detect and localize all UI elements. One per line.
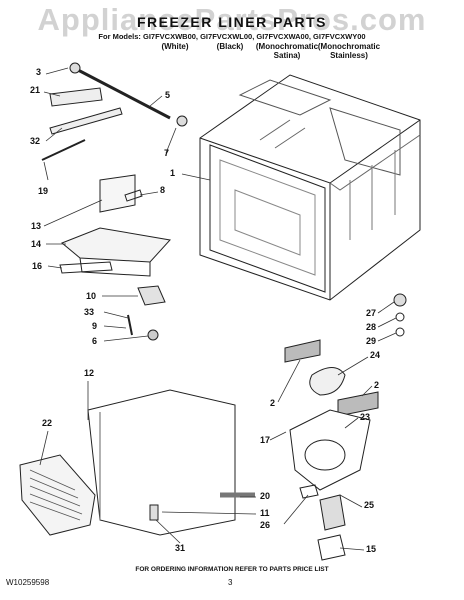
rail-lower <box>49 107 123 135</box>
rail-upper <box>49 87 103 107</box>
page-title: FREEZER LINER PARTS <box>136 14 328 30</box>
callout-10: 10 <box>86 291 97 301</box>
variant-black: (Black) <box>216 42 244 51</box>
slide-tray <box>61 227 171 263</box>
callout-21: 21 <box>30 85 41 95</box>
callout-24: 24 <box>370 350 381 360</box>
fan-housing-opening <box>304 439 346 471</box>
washer <box>395 312 405 322</box>
watermark: AppliancePartsPros.com <box>37 2 427 37</box>
callout-12: 12 <box>84 368 95 378</box>
callout-14: 14 <box>31 239 42 249</box>
callout-22: 22 <box>42 418 53 428</box>
callout-2-left: 2 <box>270 398 276 408</box>
callout-31: 31 <box>175 543 186 553</box>
callout-6: 6 <box>92 336 98 346</box>
callout-19: 19 <box>38 186 49 196</box>
callout-8: 8 <box>160 185 166 195</box>
grille <box>19 454 96 536</box>
thermistor <box>149 504 159 521</box>
callout-25: 25 <box>364 500 375 510</box>
insulation-pad-lower <box>337 391 379 417</box>
tray-rail <box>59 261 113 274</box>
shaft-bearing <box>69 62 81 74</box>
callout-3: 3 <box>36 67 42 77</box>
callout-27: 27 <box>366 308 377 318</box>
shaft-coupler <box>176 115 188 127</box>
callout-11: 11 <box>260 508 270 518</box>
ordering-note: FOR ORDERING INFORMATION REFER TO PARTS … <box>135 566 329 573</box>
leader-lines <box>39 67 397 551</box>
motor-bracket <box>317 534 346 561</box>
callout-32: 32 <box>30 136 41 146</box>
cap <box>147 329 159 341</box>
callout-2-right: 2 <box>374 380 380 390</box>
motor <box>319 494 346 531</box>
callout-23: 23 <box>360 412 371 422</box>
fan-blade <box>309 367 346 396</box>
callout-17: 17 <box>260 435 271 445</box>
hinge-block <box>137 285 166 306</box>
callout-28: 28 <box>366 322 377 332</box>
callout-1: 1 <box>170 168 176 178</box>
connector <box>299 484 319 499</box>
callout-13: 13 <box>31 221 42 231</box>
grille-slots <box>29 469 83 521</box>
insulation-pad-upper <box>284 339 321 363</box>
fan-hub <box>393 293 407 307</box>
document-id: W10259598 <box>6 578 50 587</box>
page-number: 3 <box>228 578 233 587</box>
nut <box>395 327 405 337</box>
callout-26: 26 <box>260 520 271 530</box>
callout-20: 20 <box>260 491 271 501</box>
auger-shaft <box>77 68 171 120</box>
slide-tray-front <box>79 257 151 277</box>
fan-housing <box>289 409 371 491</box>
clip <box>124 189 143 202</box>
callout-7: 7 <box>164 148 170 158</box>
callout-29: 29 <box>366 336 377 346</box>
model-list: For Models: GI7FVCXWB00, GI7FVCXWL00, GI… <box>98 32 366 41</box>
freezer-liner <box>199 74 421 301</box>
callout-15: 15 <box>366 544 377 554</box>
callout-5: 5 <box>165 90 171 100</box>
variant-white: (White) <box>161 42 189 51</box>
callout-33: 33 <box>84 307 95 317</box>
screw <box>127 314 133 336</box>
rail-rod <box>41 139 86 161</box>
callout-9: 9 <box>92 321 98 331</box>
callout-16: 16 <box>32 261 43 271</box>
